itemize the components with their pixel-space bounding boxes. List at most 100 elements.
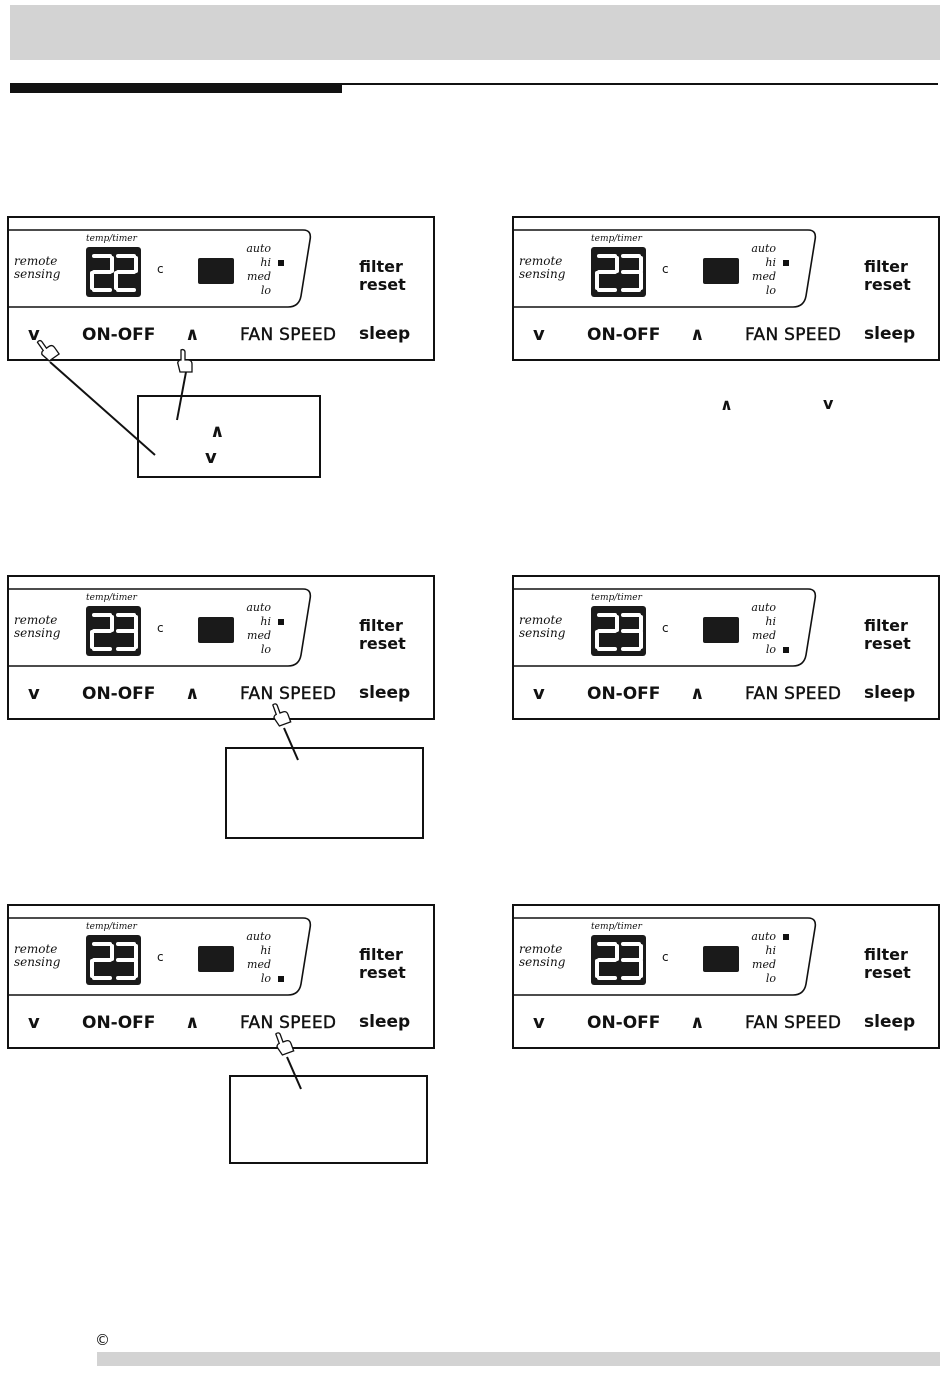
seven-segment-digits — [90, 254, 138, 292]
temp-up-button[interactable]: ∧ — [185, 1012, 200, 1033]
control-panel: remote sensing temp/timer c auto hi med … — [7, 216, 435, 361]
celsius-unit: c — [662, 950, 669, 964]
seven-segment-digits — [90, 942, 138, 980]
callout-box-fan-speed-2 — [229, 1075, 428, 1164]
seven-segment-digits — [595, 942, 643, 980]
temp-down-button[interactable]: v — [533, 1012, 545, 1033]
fan-speed-indicator — [278, 976, 284, 982]
fan-speed-button[interactable]: FAN SPEED — [745, 1013, 842, 1033]
celsius-unit: c — [662, 262, 669, 276]
sleep-button[interactable]: sleep — [359, 324, 411, 344]
temperature-display — [591, 247, 646, 297]
footer-bar — [97, 1352, 940, 1366]
note-up-arrow: ∧ — [720, 395, 733, 414]
fan-speed-indicator — [278, 619, 284, 625]
celsius-unit: c — [157, 262, 164, 276]
fan-speed-lo-label: lo — [765, 972, 776, 985]
temp-down-button[interactable]: v — [28, 1012, 40, 1033]
celsius-unit: c — [662, 621, 669, 635]
fan-speed-indicator — [278, 260, 284, 266]
fan-speed-auto-label: auto — [246, 601, 271, 614]
on-off-button[interactable]: ON-OFF — [82, 684, 156, 704]
fan-speed-auto-label: auto — [246, 930, 271, 943]
fan-speed-med-label: med — [752, 270, 776, 283]
filter-reset-button[interactable]: filter reset — [359, 616, 406, 653]
on-off-button[interactable]: ON-OFF — [587, 325, 661, 345]
control-panel: remote sensing temp/timer c auto hi med … — [7, 575, 435, 720]
display-window-outline — [514, 229, 817, 308]
section-rule-thin — [342, 83, 938, 85]
fan-speed-lo-label: lo — [260, 284, 271, 297]
temp-timer-label: temp/timer — [591, 593, 642, 603]
temp-timer-label: temp/timer — [86, 922, 137, 932]
fan-speed-lo-label: lo — [765, 643, 776, 656]
fan-speed-button[interactable]: FAN SPEED — [240, 684, 337, 704]
display-window-outline — [514, 917, 817, 996]
secondary-display — [703, 617, 739, 643]
sleep-button[interactable]: sleep — [864, 1012, 916, 1032]
seven-segment-digits — [90, 613, 138, 651]
secondary-display — [198, 258, 234, 284]
fan-speed-indicator — [783, 934, 789, 940]
header-bar — [10, 5, 940, 60]
temp-timer-label: temp/timer — [591, 922, 642, 932]
fan-speed-button[interactable]: FAN SPEED — [745, 684, 842, 704]
fan-speed-button[interactable]: FAN SPEED — [240, 325, 337, 345]
temp-timer-label: temp/timer — [591, 234, 642, 244]
temp-down-button[interactable]: v — [28, 683, 40, 704]
filter-reset-button[interactable]: filter reset — [864, 945, 911, 982]
fan-speed-lo-label: lo — [260, 972, 271, 985]
fan-speed-button[interactable]: FAN SPEED — [745, 325, 842, 345]
fan-speed-button[interactable]: FAN SPEED — [240, 1013, 337, 1033]
filter-reset-button[interactable]: filter reset — [864, 616, 911, 653]
filter-reset-button[interactable]: filter reset — [359, 945, 406, 982]
temp-down-button[interactable]: v — [533, 324, 545, 345]
temp-down-button[interactable]: v — [28, 324, 40, 345]
sleep-button[interactable]: sleep — [864, 683, 916, 703]
callout-up-arrow: ∧ — [210, 421, 225, 442]
fan-speed-auto-label: auto — [751, 242, 776, 255]
temperature-display — [86, 606, 141, 656]
sleep-button[interactable]: sleep — [864, 324, 916, 344]
temp-up-button[interactable]: ∧ — [690, 683, 705, 704]
temp-down-button[interactable]: v — [533, 683, 545, 704]
on-off-button[interactable]: ON-OFF — [587, 684, 661, 704]
temp-up-button[interactable]: ∧ — [690, 1012, 705, 1033]
callout-down-arrow: v — [205, 447, 217, 468]
callout-box-temperature: ∧ v — [137, 395, 321, 478]
on-off-button[interactable]: ON-OFF — [82, 1013, 156, 1033]
temp-up-button[interactable]: ∧ — [690, 324, 705, 345]
fan-speed-auto-label: auto — [751, 601, 776, 614]
filter-reset-button[interactable]: filter reset — [359, 257, 406, 294]
seven-segment-digits — [595, 254, 643, 292]
fan-speed-indicator — [783, 260, 789, 266]
control-panel: remote sensing temp/timer c auto hi med … — [512, 216, 940, 361]
secondary-display — [703, 258, 739, 284]
temp-up-button[interactable]: ∧ — [185, 324, 200, 345]
on-off-button[interactable]: ON-OFF — [82, 325, 156, 345]
temperature-display — [86, 935, 141, 985]
fan-speed-med-label: med — [752, 629, 776, 642]
temp-timer-label: temp/timer — [86, 234, 137, 244]
display-window-outline — [514, 588, 817, 667]
sleep-button[interactable]: sleep — [359, 1012, 411, 1032]
fan-speed-indicator — [783, 647, 789, 653]
fan-speed-lo-label: lo — [765, 284, 776, 297]
temp-timer-label: temp/timer — [86, 593, 137, 603]
note-down-arrow: v — [823, 394, 834, 413]
on-off-button[interactable]: ON-OFF — [587, 1013, 661, 1033]
fan-speed-hi-label: hi — [260, 944, 271, 957]
filter-reset-button[interactable]: filter reset — [864, 257, 911, 294]
sleep-button[interactable]: sleep — [359, 683, 411, 703]
temperature-display — [86, 247, 141, 297]
remote-sensing-label: remote sensing — [14, 254, 61, 281]
fan-speed-med-label: med — [247, 629, 271, 642]
remote-sensing-label: remote sensing — [14, 613, 61, 640]
remote-sensing-label: remote sensing — [519, 613, 566, 640]
fan-speed-hi-label: hi — [260, 256, 271, 269]
celsius-unit: c — [157, 950, 164, 964]
fan-speed-lo-label: lo — [260, 643, 271, 656]
temp-up-button[interactable]: ∧ — [185, 683, 200, 704]
callout-box-fan-speed-1 — [225, 747, 424, 839]
fan-speed-med-label: med — [752, 958, 776, 971]
